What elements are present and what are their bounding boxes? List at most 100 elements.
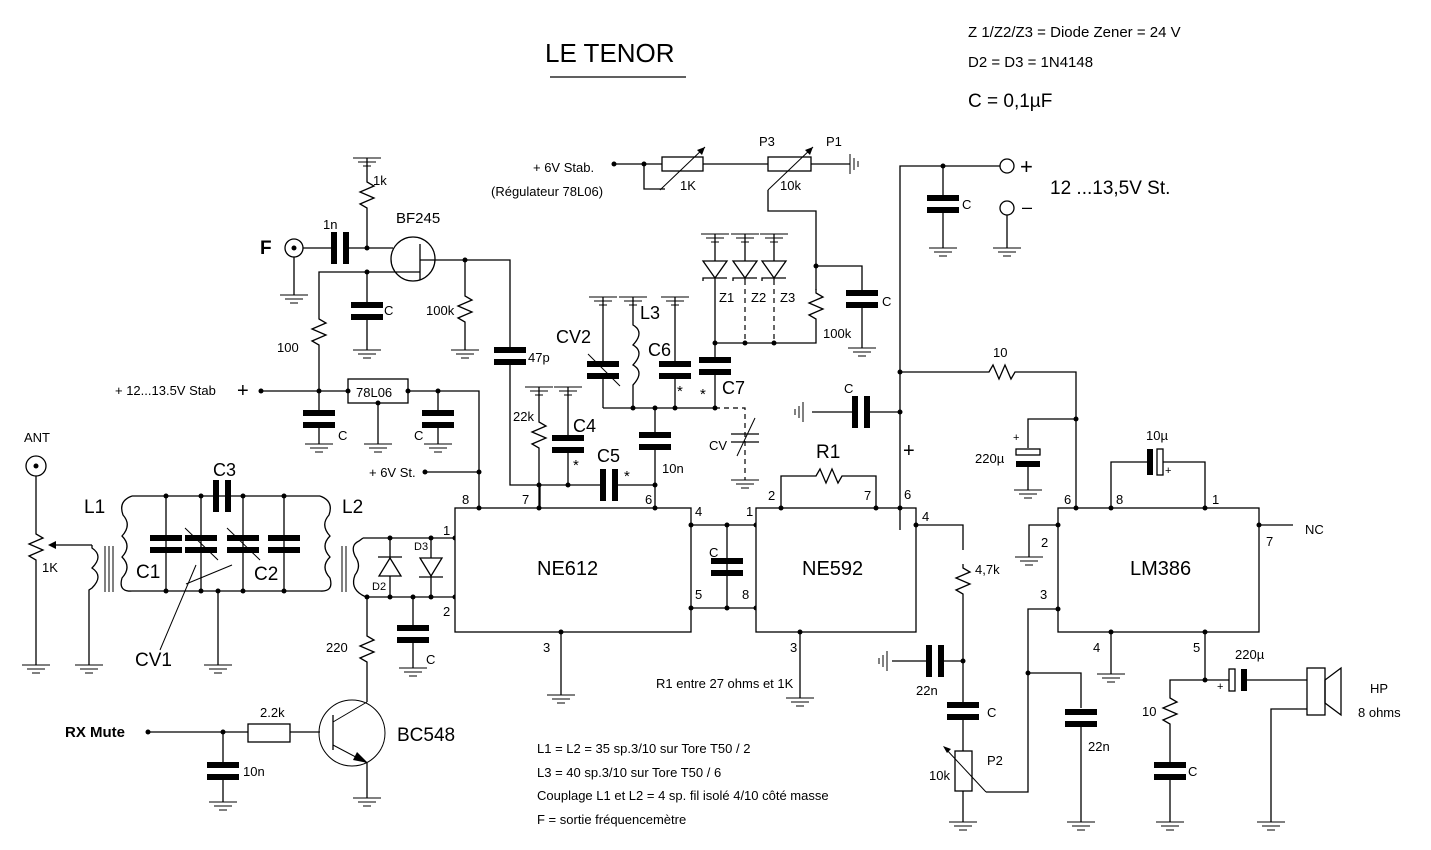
note-l3: L3 = 40 sp.3/10 sur Tore T50 / 6 xyxy=(537,765,721,780)
p2-value: 10k xyxy=(929,768,950,783)
r-2k2 xyxy=(247,723,291,743)
reg-out-label: + 6V St. xyxy=(369,465,416,480)
cap-1n-label: 1n xyxy=(323,217,337,232)
bc548-label: BC548 xyxy=(397,725,455,746)
p2-label: P2 xyxy=(987,753,1003,768)
r220-label: 220 xyxy=(326,640,348,655)
pot-p1-value: 10k xyxy=(780,178,801,193)
cv-label: CV xyxy=(709,438,727,453)
lm386-pin7: 7 xyxy=(1266,534,1273,549)
c10u-label: 10µ xyxy=(1146,428,1168,443)
speaker-imp: 8 ohms xyxy=(1358,705,1401,720)
pot-1k-label: 1K xyxy=(680,178,696,193)
freq-out-label: F xyxy=(260,238,272,259)
c6-star: * xyxy=(677,383,683,400)
lm386-pin8: 8 xyxy=(1116,492,1123,507)
note-l1l2: L1 = L2 = 35 sp.3/10 sur Tore T50 / 2 xyxy=(537,741,750,756)
z2-label: Z2 xyxy=(751,290,766,305)
c220-plus: + xyxy=(1013,432,1019,444)
zener-z1 xyxy=(700,233,730,343)
audio-section: 10 + 220µ C + 4,7k 22n C P2 10k xyxy=(794,345,1110,831)
frontend-section: ANT 1K L1 C3 C1 C2 CV1 L2 xyxy=(21,430,458,702)
zobel-r-label: 10 xyxy=(1142,704,1156,719)
vcc-plus-mark: + xyxy=(903,440,915,462)
ne612-pin8: 8 xyxy=(462,492,469,507)
d-cap-label: C xyxy=(426,652,435,667)
note-zener: Z 1/Z2/Z3 = Diode Zener = 24 V xyxy=(968,24,1181,41)
ne612-pin1: 1 xyxy=(443,523,450,538)
cap-10n-osc-label: 10n xyxy=(662,461,684,476)
lm386-pin1: 1 xyxy=(1212,492,1219,507)
oscillator-section: CV2 L3 C6 * * C7 CV 10n 22k xyxy=(513,296,760,508)
pot-p2[interactable] xyxy=(954,750,973,792)
fet-label: BF245 xyxy=(396,210,440,227)
ne592-chip: NE592 1 8 2 7 6 R1 4 3 xyxy=(742,442,929,707)
ne612-chip: NE612 8 7 6 1 2 3 4 5 xyxy=(443,492,702,704)
ne612-label: NE612 xyxy=(537,558,598,580)
lm386-label: LM386 xyxy=(1130,558,1191,580)
mute-section: RX Mute 10n 2.2k BC548 xyxy=(65,699,455,811)
tuning-cap-label: C xyxy=(882,294,891,309)
supply-minus-terminal[interactable] xyxy=(999,200,1015,216)
supply-cap-label: C xyxy=(962,197,971,212)
cv1-label: CV1 xyxy=(135,650,172,671)
r4k7-label: 4,7k xyxy=(975,562,1000,577)
ne592-label: NE592 xyxy=(802,558,863,580)
ant-label: ANT xyxy=(24,430,50,445)
z3-label: Z3 xyxy=(780,290,795,305)
tuning-in-sub: (Régulateur 78L06) xyxy=(491,184,603,199)
ne592-pin8: 8 xyxy=(742,587,749,602)
c2-label: C2 xyxy=(254,564,278,585)
reg-in-label: + 12...13.5V Stab xyxy=(115,383,216,398)
ne592-pin1: 1 xyxy=(746,504,753,519)
ne612-pin6: 6 xyxy=(645,492,652,507)
zener-z2 xyxy=(730,233,760,343)
r100k-drain-label: 100k xyxy=(426,303,455,318)
ne612-pin5: 5 xyxy=(695,587,702,602)
supply-section: C + – 12 ...13,5V St. xyxy=(899,154,1170,530)
tuning-in-label: + 6V Stab. xyxy=(533,160,594,175)
reg-in-plus: + xyxy=(237,380,249,402)
speaker xyxy=(1306,667,1326,716)
ant-pot-label: 1K xyxy=(42,560,58,575)
out-cap-label: 220µ xyxy=(1235,647,1265,662)
supply-voltage-label: 12 ...13,5V St. xyxy=(1050,178,1170,199)
c1-label: C1 xyxy=(136,562,160,583)
output-section: 10 C + 220µ HP 8 ohms xyxy=(1142,647,1401,831)
c22n-a-label: 22n xyxy=(916,683,938,698)
transistor-bc548 xyxy=(318,699,386,767)
r-2k2-label: 2.2k xyxy=(260,705,285,720)
ne592-pin6: 6 xyxy=(904,487,911,502)
supply-plus-terminal[interactable] xyxy=(999,158,1015,174)
r10-vcc-label: 10 xyxy=(993,345,1007,360)
d2-label: D2 xyxy=(372,581,386,593)
l1-label: L1 xyxy=(84,497,105,518)
title: LE TENOR xyxy=(545,38,675,68)
lm386-nc: NC xyxy=(1305,522,1324,537)
rx-mute-label: RX Mute xyxy=(65,724,125,741)
c10u-plus: + xyxy=(1165,465,1171,477)
c6-label: C6 xyxy=(648,340,671,360)
supply-minus: – xyxy=(1022,197,1032,217)
diode-d3 xyxy=(418,538,444,597)
ne612-pin4: 4 xyxy=(695,504,702,519)
ne612-pin7: 7 xyxy=(522,492,529,507)
reg-cap-in-label: C xyxy=(338,428,347,443)
ne592-pin3: 3 xyxy=(790,640,797,655)
lm386-chip: LM386 6 8 1 10µ + 2 3 7 NC 4 5 xyxy=(1014,428,1324,683)
c4-label: C4 xyxy=(573,416,596,436)
r100-label: 100 xyxy=(277,340,299,355)
c22n-b-label: 22n xyxy=(1088,739,1110,754)
mute-cap-label: 10n xyxy=(243,764,265,779)
c-coupling-label: C xyxy=(987,705,996,720)
cap-47p-label: 47p xyxy=(528,350,550,365)
note-cap: C = 0,1µF xyxy=(968,91,1052,112)
out-cap-plus: + xyxy=(1217,681,1223,693)
tuning-section: + 6V Stab. (Régulateur 78L06) 1K 10k P3 … xyxy=(491,134,891,357)
lm386-pin2: 2 xyxy=(1041,535,1048,550)
ne592-pin2: 2 xyxy=(768,488,775,503)
fet-cap-label: C xyxy=(384,303,393,318)
c5-label: C5 xyxy=(597,446,620,466)
ne612-pin2: 2 xyxy=(443,604,450,619)
reg-cap-out-label: C xyxy=(414,428,423,443)
